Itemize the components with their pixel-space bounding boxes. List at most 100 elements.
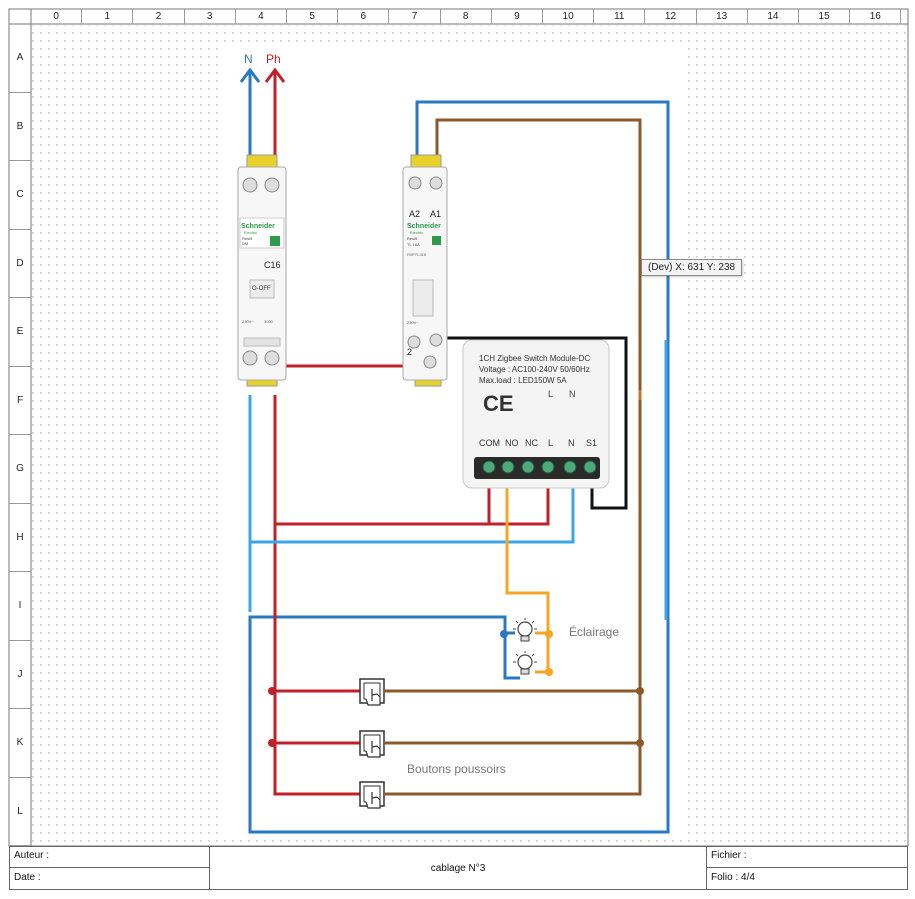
module-ce-mark: CE — [483, 391, 514, 416]
relay-spec: 230V~ — [407, 320, 419, 325]
breaker-rating: C16 — [264, 260, 281, 270]
column-header: 4 — [236, 9, 287, 24]
row-header: I — [9, 572, 31, 641]
relay-type: TL 16A — [407, 242, 420, 247]
lamps — [513, 618, 537, 675]
folio-value: 4/4 — [741, 872, 755, 883]
terminal-screw — [501, 460, 515, 474]
coordinate-tooltip: (Dev) X: 631 Y: 238 — [641, 259, 743, 276]
column-header: 14 — [748, 9, 799, 24]
neutral-to-module-n — [250, 468, 575, 544]
module-line1: 1CH Zigbee Switch Module-DC — [479, 354, 590, 363]
row-header: G — [9, 435, 31, 504]
photo-background — [222, 44, 684, 840]
row-header: C — [9, 161, 31, 230]
terminal-screw — [541, 460, 555, 474]
breaker-brand: Schneider — [241, 223, 275, 230]
column-header: 3 — [185, 9, 236, 24]
terminal-screw — [521, 460, 535, 474]
row-header: A — [9, 24, 31, 93]
relay-to-module-wire — [440, 336, 628, 510]
author-cell: Auteur : — [10, 847, 210, 868]
module-line3: Max.load : LED150W 5A — [479, 376, 567, 385]
relay-brand-sub: Electric — [410, 230, 423, 235]
push-button-icon — [359, 781, 385, 809]
column-header: 6 — [338, 9, 390, 24]
folio-cell: Folio : 4/4 — [707, 868, 907, 890]
supply-arrows — [239, 67, 286, 160]
relay-term-2: 2 — [407, 347, 412, 357]
phase-down-wire — [273, 395, 360, 796]
column-header: 11 — [594, 9, 646, 24]
column-header: 15 — [799, 9, 851, 24]
column-header: 7 — [389, 9, 441, 24]
column-header: 9 — [492, 9, 543, 24]
neutral-wire-loop — [248, 100, 670, 834]
breaker-model: Resi9 — [242, 236, 253, 241]
push-buttons — [359, 678, 385, 809]
column-header: 10 — [543, 9, 595, 24]
module-terminal-label: NO — [505, 438, 519, 448]
column-header: 13 — [697, 9, 748, 24]
relay-term-a2: A2 — [409, 209, 420, 219]
column-header: 12 — [645, 9, 697, 24]
breaker-spec: 230V~ — [242, 319, 254, 324]
impulse-relay — [402, 154, 448, 387]
terminal-screw — [563, 460, 577, 474]
drawing-title: cablage N°3 — [430, 863, 486, 874]
module-terminal-label: COM — [479, 438, 500, 448]
column-header: 2 — [133, 9, 185, 24]
junction-dots — [268, 630, 644, 747]
module-line2: Voltage : AC100-240V 50/60Hz — [479, 365, 590, 374]
title-block: Auteur : Date : cablage N°3 Fichier : Fo… — [9, 846, 908, 890]
terminal-screw — [482, 460, 496, 474]
return-wire-main — [385, 118, 642, 796]
phase-label: Ph — [266, 52, 281, 66]
row-header: B — [9, 93, 31, 161]
module-top-l: L — [548, 389, 553, 399]
module-terminal-label: NC — [525, 438, 538, 448]
column-header: 0 — [31, 9, 83, 24]
row-header: E — [9, 298, 31, 367]
row-header: H — [9, 504, 31, 572]
relay-brand: Schneider — [407, 223, 441, 230]
module-top-n: N — [569, 389, 576, 399]
lamp-icon — [513, 651, 537, 675]
breaker-state: O-OFF — [252, 286, 271, 292]
relay-term-a1: A1 — [430, 209, 441, 219]
breaker-type: DM — [242, 241, 248, 246]
push-button-icon — [359, 678, 385, 706]
row-header: D — [9, 230, 31, 298]
row-header: F — [9, 367, 31, 435]
terminal-screw — [583, 460, 597, 474]
row-header: K — [9, 709, 31, 778]
column-header: 1 — [82, 9, 134, 24]
module-terminal-label: L — [548, 438, 553, 448]
lighting-label: Éclairage — [569, 624, 619, 639]
module-terminal-labels: COM NO NC L N S1 — [479, 438, 597, 474]
author-label: Auteur : — [14, 850, 50, 861]
breaker-brand-sub: Electric — [244, 230, 257, 235]
lamp-icon — [513, 618, 537, 642]
column-header: 8 — [441, 9, 492, 24]
file-label: Fichier : — [711, 850, 747, 861]
column-header: 5 — [287, 9, 339, 24]
module-terminal-label: S1 — [586, 438, 597, 448]
title-cell: cablage N°3 — [210, 847, 707, 890]
row-header: L — [9, 778, 31, 846]
push-button-icon — [359, 730, 385, 758]
column-header: 16 — [850, 9, 902, 24]
circuit-breaker — [237, 154, 287, 387]
module-terminal-label: N — [568, 438, 575, 448]
date-label: Date : — [14, 872, 41, 883]
breaker-spec2: 3000 — [264, 319, 274, 324]
push-buttons-label: Boutons poussoirs — [407, 762, 506, 776]
folio-label: Folio : — [711, 872, 739, 883]
file-cell: Fichier : — [707, 847, 907, 868]
row-header: J — [9, 641, 31, 709]
relay-model: Resi9 — [407, 236, 418, 241]
neutral-label: N — [244, 52, 253, 66]
relay-ref: R9PTL316 — [407, 252, 427, 257]
